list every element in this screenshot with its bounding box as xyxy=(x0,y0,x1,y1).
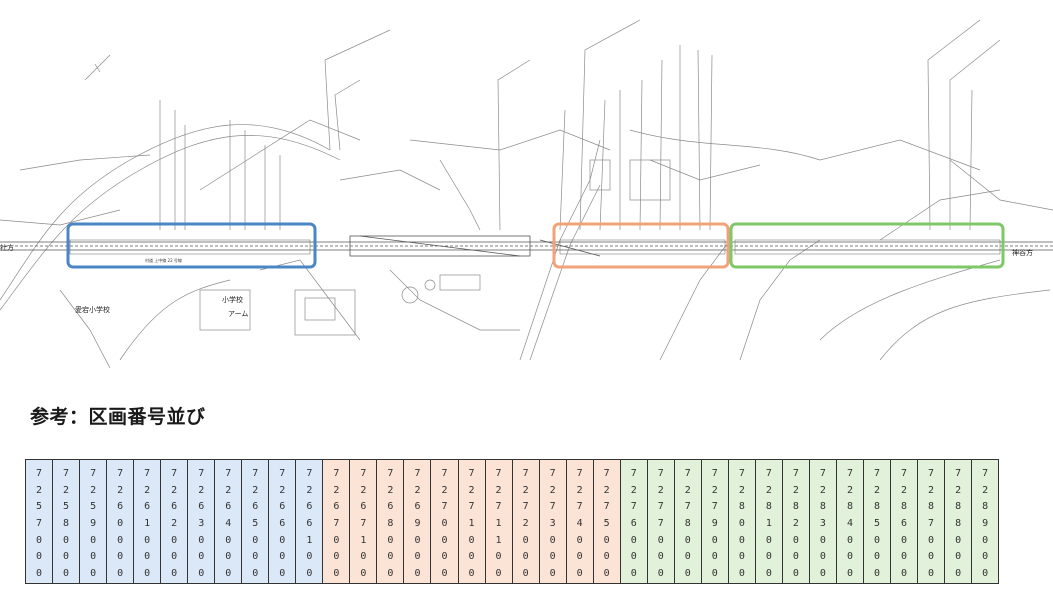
school-label: 小学校 xyxy=(222,295,243,304)
road-label: 村道 上中線 22 号線 xyxy=(145,257,182,263)
right-direction-label: 神谷方 xyxy=(1012,248,1033,257)
orange-section-box xyxy=(552,222,730,269)
plan-labels: 社方 神谷方 村道 上中線 22 号線 小学校 アーム 愛宕小学校 xyxy=(0,243,1033,318)
site-plan-drawing: 社方 神谷方 村道 上中線 22 号線 小学校 アーム 愛宕小学校 xyxy=(0,19,1053,368)
left-direction-label: 社方 xyxy=(0,243,14,252)
reference-caption: 参考：区画番号並び xyxy=(30,406,206,428)
section-highlights xyxy=(66,222,1005,269)
background-linework xyxy=(0,19,1053,368)
green-section-box xyxy=(729,222,1005,269)
school-label-3: 愛宕小学校 xyxy=(75,305,110,314)
track-sections xyxy=(69,239,1001,255)
railway-track xyxy=(0,235,1053,257)
blue-section-box xyxy=(66,222,317,269)
school-label-2: アーム xyxy=(228,310,248,318)
